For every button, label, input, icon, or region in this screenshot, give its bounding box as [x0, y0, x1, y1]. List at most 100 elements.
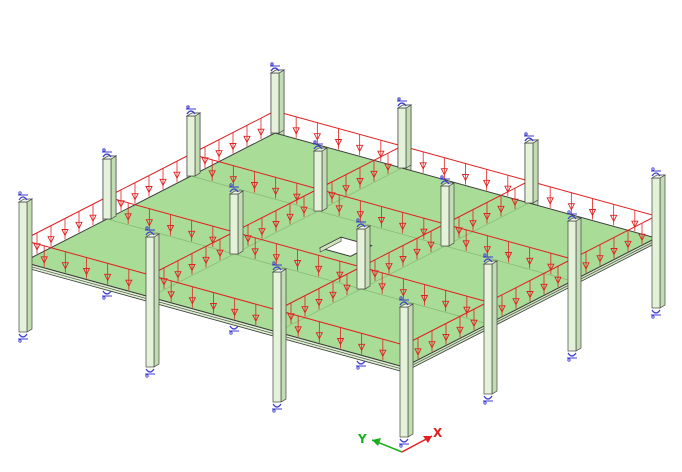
distributed-load-arrow-icon [554, 276, 562, 285]
distributed-load-arrow-icon [89, 214, 97, 223]
beam-load[interactable] [106, 153, 192, 218]
beam-loads-layer [22, 110, 657, 366]
distributed-load-arrow-icon [336, 338, 345, 346]
distributed-load-arrow-icon [419, 162, 427, 170]
distributed-load-arrow-icon [343, 284, 351, 293]
distributed-load-arrow-icon [335, 205, 343, 213]
distributed-load-arrow-icon [442, 334, 450, 342]
pin-support-icon [524, 132, 534, 142]
column-upper [396, 97, 413, 169]
column[interactable] [17, 191, 34, 343]
pin-support-icon [102, 148, 112, 158]
distributed-load-arrow-icon [355, 144, 364, 153]
column[interactable] [482, 253, 499, 405]
distributed-load-arrow-icon [370, 170, 378, 179]
distributed-load-arrow-icon [329, 291, 337, 300]
distributed-load-arrow-icon [251, 248, 259, 256]
distributed-load-arrow-icon [166, 225, 175, 233]
column-upper [439, 175, 456, 247]
column-front-face [567, 220, 577, 352]
distributed-load-arrow-icon [631, 220, 639, 229]
slab-layer [21, 132, 658, 373]
pin-support-icon [186, 105, 196, 115]
distributed-load-arrow-icon [315, 332, 324, 340]
distributed-load-arrow-icon [287, 313, 295, 321]
distributed-load-arrow-icon [498, 305, 506, 313]
axis-y-label: Y [357, 432, 367, 446]
distributed-load-arrow-icon [624, 240, 632, 249]
column[interactable] [398, 296, 415, 448]
distributed-load-arrow-icon [414, 348, 422, 356]
distributed-load-arrow-icon [286, 213, 294, 222]
slab-opening-edge [319, 236, 342, 253]
distributed-load-arrow-icon [271, 187, 280, 196]
distributed-load-arrow-icon [257, 128, 265, 137]
pin-support-icon [229, 325, 239, 335]
distributed-load-arrow-icon [546, 197, 554, 205]
distributed-load-arrow-icon [456, 326, 464, 335]
beam-load[interactable] [106, 196, 235, 253]
column-top-cap [482, 260, 499, 265]
distributed-load-arrow-icon [293, 260, 302, 268]
distributed-load-arrow-icon [145, 219, 154, 227]
distributed-load-arrow-icon [314, 265, 323, 274]
distributed-load-arrow-icon [511, 198, 519, 207]
column-top-cap [271, 268, 288, 273]
distributed-load-arrow-icon [61, 229, 69, 237]
pin-support-icon [356, 218, 366, 228]
distributed-load-arrow-icon [428, 341, 436, 349]
axis-x-head [423, 436, 432, 443]
distributed-load-arrow-icon [596, 255, 604, 263]
axis-x-label: X [433, 426, 443, 440]
column-upper [312, 140, 329, 212]
front-columns-layer [17, 62, 667, 448]
column[interactable] [650, 167, 667, 319]
distributed-load-arrow-icon [272, 221, 280, 229]
column[interactable] [271, 261, 288, 413]
pin-support-icon [18, 191, 28, 201]
pin-support-icon [18, 333, 28, 343]
distributed-load-arrow-icon [252, 314, 260, 323]
distributed-load-arrow-icon [229, 176, 238, 184]
distributed-load-arrow-icon [244, 235, 252, 243]
distributed-load-arrow-icon [243, 135, 251, 144]
distributed-load-arrow-icon [384, 163, 392, 172]
column-side-face [407, 303, 414, 438]
distributed-load-arrow-icon [420, 228, 428, 237]
column-front-face [399, 306, 409, 438]
distributed-load-arrow-icon [336, 271, 344, 280]
distributed-load-arrow-icon [188, 264, 196, 272]
distributed-load-arrow-icon [357, 343, 366, 352]
column[interactable] [144, 226, 161, 378]
distributed-load-arrow-icon [167, 291, 175, 299]
distributed-load-arrow-icon [328, 192, 336, 200]
beam-load[interactable] [276, 309, 405, 366]
beam-load[interactable] [149, 231, 235, 296]
column[interactable] [566, 210, 583, 362]
distributed-load-arrow-icon [82, 268, 91, 276]
beam-load[interactable] [401, 145, 530, 202]
distributed-load-arrow-icon [420, 295, 429, 303]
column-side-face [153, 233, 160, 368]
column-upper [185, 105, 202, 177]
distributed-load-arrow-icon [497, 205, 505, 214]
distributed-load-arrow-icon [482, 179, 491, 188]
beam-load[interactable] [22, 239, 151, 296]
distributed-load-arrow-icon [377, 217, 386, 225]
pin-support-icon [229, 183, 239, 193]
pin-support-icon [270, 62, 280, 72]
distributed-load-arrow-icon [33, 243, 41, 251]
pin-support-icon [651, 167, 661, 177]
distributed-load-arrow-icon [461, 174, 470, 182]
pin-support-icon [567, 210, 577, 220]
distributed-load-arrow-icon [187, 230, 196, 239]
distributed-load-arrow-icon [208, 170, 216, 178]
distributed-load-arrow-icon [483, 213, 491, 221]
distributed-load-arrow-icon [188, 297, 197, 305]
distributed-load-arrow-icon [202, 256, 210, 265]
distributed-load-arrow-icon [455, 227, 463, 235]
slab-edge-line [403, 240, 657, 370]
distributed-load-arrow-icon [117, 200, 125, 208]
